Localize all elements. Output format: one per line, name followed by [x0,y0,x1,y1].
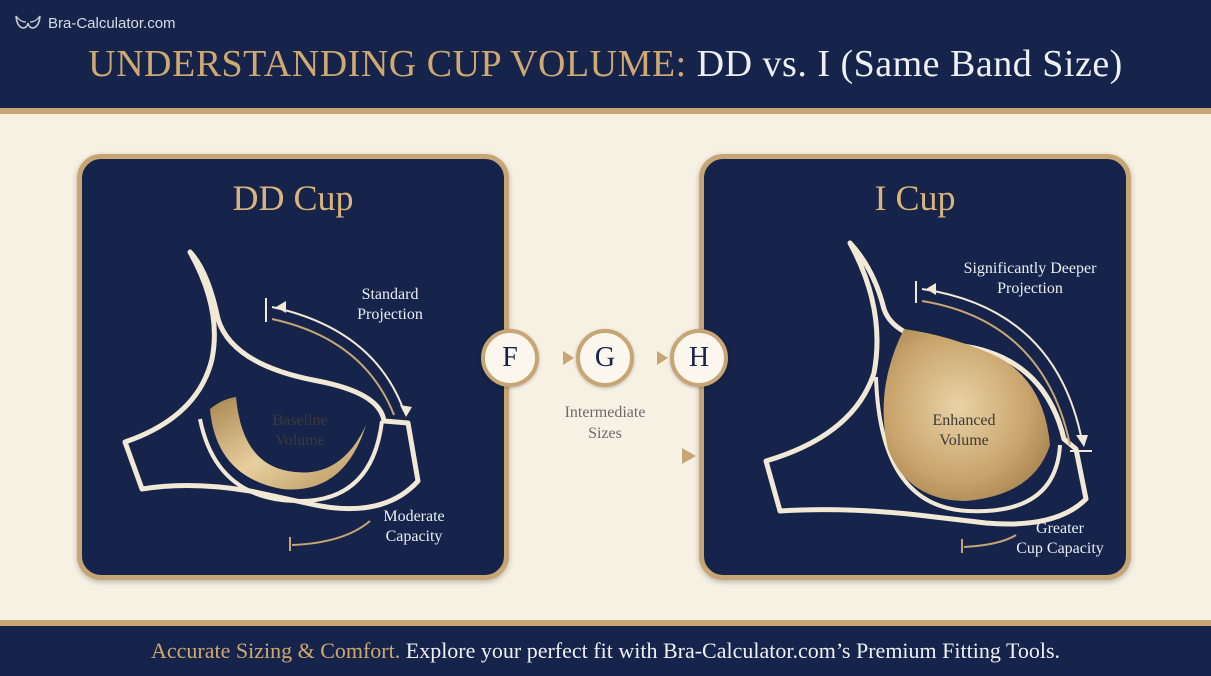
dd-cup-panel: DD Cup St [77,154,509,580]
size-circle-g: G [576,329,634,387]
dd-capacity-label: Moderate Capacity [383,508,445,545]
brand-name: Bra-Calculator.com [48,14,176,32]
i-volume-label: Enhanced Volume [932,412,996,449]
footer-rest[interactable]: Explore your perfect fit with Bra-Calcul… [400,638,1061,663]
dd-cup-illustration [122,249,421,551]
diagram-stage: DD Cup St [0,114,1211,620]
arrow-g-to-h-head [657,351,668,365]
dd-cup-title: DD Cup [232,178,354,218]
i-projection-label: Significantly Deeper Projection [963,260,1097,297]
size-circle-f: F [481,329,539,387]
bra-logo-icon [15,15,41,29]
footer-text: Accurate Sizing & Comfort. Explore your … [0,638,1211,664]
i-capacity-label: Greater Cup Capacity [1016,520,1104,557]
dd-projection-label: Standard Projection [357,286,423,323]
title-rest: DD vs. I (Same Band Size) [686,43,1123,85]
arrow-dd-to-i-head [682,448,696,464]
header-banner: Bra-Calculator.com UNDERSTANDING CUP VOL… [0,0,1211,114]
i-cup-illustration [763,240,1092,553]
footer-banner: Accurate Sizing & Comfort. Explore your … [0,620,1211,676]
brand[interactable]: Bra-Calculator.com [14,10,176,36]
i-cup-panel: I Cup [699,154,1131,580]
arrow-f-to-g-head [563,351,574,365]
dd-volume-label: Baseline Volume [272,412,328,449]
size-circle-h: H [670,329,728,387]
page-title: UNDERSTANDING CUP VOLUME: DD vs. I (Same… [0,42,1211,86]
footer-highlight: Accurate Sizing & Comfort. [150,638,401,663]
title-highlight: UNDERSTANDING CUP VOLUME: [88,43,687,85]
i-cup-title: I Cup [874,178,956,218]
intermediate-sizes-label: Intermediate Sizes [564,404,646,442]
